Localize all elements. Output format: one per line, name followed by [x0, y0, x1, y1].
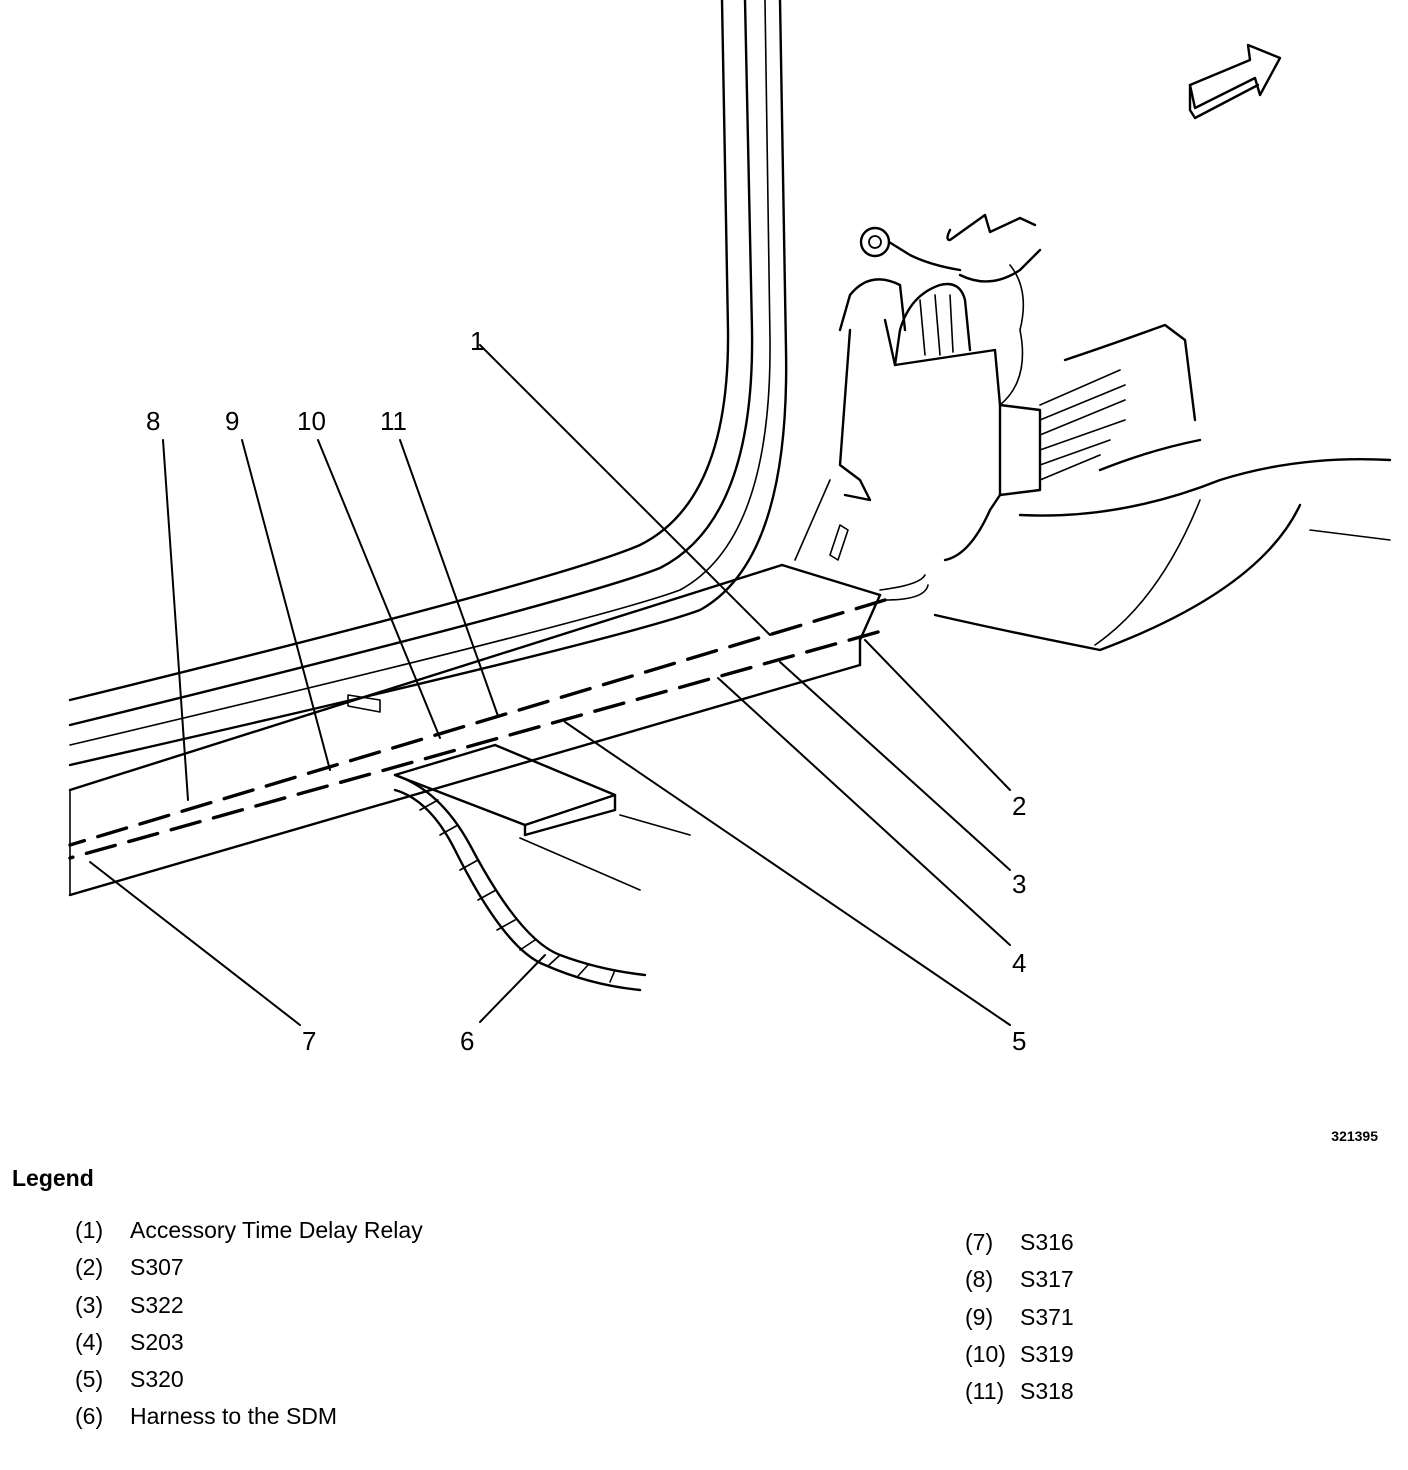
legend-item: (7) S316 [965, 1224, 1074, 1261]
legend-item-label: S322 [130, 1291, 184, 1318]
callout-9: 9 [225, 406, 239, 436]
legend-item-number: (2) [75, 1254, 104, 1281]
legend-item-number: (5) [75, 1366, 104, 1393]
legend-item: (11) S318 [965, 1373, 1074, 1410]
callout-8: 8 [146, 406, 160, 436]
callout-2: 2 [1012, 791, 1026, 821]
legend-title: Legend [12, 1165, 94, 1191]
legend-item-number: (9) [965, 1303, 994, 1330]
legend-item-number: (3) [75, 1291, 104, 1318]
callout-6: 6 [460, 1026, 474, 1056]
legend-item-number: (10) [965, 1340, 1006, 1367]
legend-item-label: S319 [1020, 1340, 1074, 1367]
legend-item-label: S371 [1020, 1303, 1074, 1330]
legend-right-column: (7) S316 (8) S317 (9) S371 (10) S319 (11) S31… [965, 1224, 1074, 1410]
legend-item: (9) S371 [965, 1299, 1074, 1336]
legend-item-number: (1) [75, 1217, 104, 1243]
relay-assembly [794, 213, 1392, 652]
legend-item: (4) S203 [75, 1324, 423, 1361]
legend-item-label: S318 [1020, 1378, 1074, 1405]
legend-item: (1) Accessory Time Delay Relay [75, 1212, 423, 1249]
direction-arrow-icon [1188, 43, 1282, 120]
legend-item-label: Harness to the SDM [130, 1403, 338, 1430]
legend-item: (5) S320 [75, 1361, 423, 1398]
legend-item: (6) Harness to the SDM [75, 1398, 423, 1435]
legend-item-number: (8) [965, 1266, 994, 1293]
legend-item: (10) S319 [965, 1336, 1074, 1373]
callout-4: 4 [1012, 948, 1026, 978]
legend-left-column: (1) Accessory Time Delay Relay (2) S307 (3… [75, 1212, 423, 1436]
legend-item-label: S316 [1020, 1229, 1074, 1255]
legend-item-number: (7) [965, 1229, 994, 1255]
legend-item: (2) S307 [75, 1249, 423, 1286]
legend-item-label: S307 [130, 1254, 184, 1281]
callout-10: 10 [297, 406, 326, 436]
callout-7: 7 [302, 1026, 316, 1056]
sdm-harness [393, 743, 691, 992]
legend-item-label: S320 [130, 1366, 184, 1393]
legend-item-number: (4) [75, 1328, 104, 1355]
callout-3: 3 [1012, 869, 1026, 899]
callout-1: 1 [470, 326, 484, 356]
callout-labels: 1 2 3 4 5 6 7 8 9 10 11 [146, 326, 1026, 1056]
callout-11: 11 [380, 406, 407, 436]
callout-5: 5 [1012, 1026, 1026, 1056]
component-location-diagram: 1 2 3 4 5 6 7 8 9 10 11 [68, 0, 1392, 1056]
callout-leaders [89, 344, 1011, 1026]
legend-item-label: S317 [1020, 1266, 1074, 1293]
legend-item-label: Accessory Time Delay Relay [130, 1217, 423, 1243]
legend-item: (8) S317 [965, 1261, 1074, 1298]
figure-id: 321395 [1331, 1128, 1378, 1144]
legend-item-label: S203 [130, 1328, 184, 1355]
wiring-harness-dashed [68, 598, 887, 860]
legend-item-number: (11) [965, 1378, 1005, 1405]
legend-item-number: (6) [75, 1403, 104, 1430]
door-pillar [68, 0, 788, 767]
legend-item: (3) S322 [75, 1287, 423, 1324]
rocker-panel [68, 563, 882, 897]
